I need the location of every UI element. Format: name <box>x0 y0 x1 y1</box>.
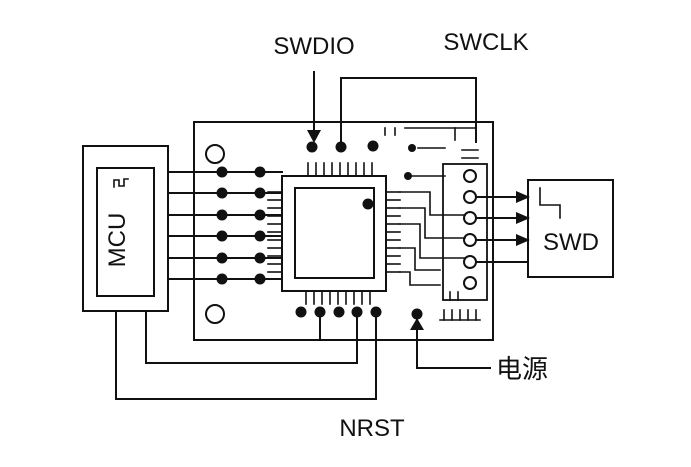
mounting-hole-bottom-left <box>205 304 225 324</box>
mcu-bus-lines <box>167 171 283 280</box>
power-arrow-icon <box>410 318 424 330</box>
mcu-waveform-icon <box>113 178 129 188</box>
mounting-hole-top-left <box>205 144 225 164</box>
connector-pin-2 <box>463 190 477 204</box>
connector-pin-6 <box>463 276 477 290</box>
swd-arrow-2-icon <box>516 212 530 224</box>
swd-block <box>527 179 614 278</box>
swd-arrow-1-icon <box>516 191 530 203</box>
ic-chip-outer <box>281 175 387 292</box>
mcu-block <box>82 145 169 312</box>
bottom-pad-strip <box>439 291 481 321</box>
swclk-line <box>340 77 477 149</box>
power-line <box>416 313 491 369</box>
circuit-board <box>193 121 494 341</box>
top-header-strip <box>384 127 479 159</box>
connector-pin-3 <box>463 211 477 225</box>
connector-pin-4 <box>463 233 477 247</box>
swd-label: SWD <box>543 229 599 256</box>
swdio-arrow-icon <box>307 130 321 143</box>
mcu-return-line <box>145 310 358 364</box>
mcu-inner-frame <box>96 167 155 297</box>
swclk-label: SWCLK <box>443 29 528 56</box>
nrst-label: NRST <box>339 415 405 442</box>
junction-dots <box>216 140 423 320</box>
chip-to-connector-traces <box>399 147 466 286</box>
ic-chip-pins <box>267 162 401 305</box>
connector-to-swd-lines <box>475 196 529 263</box>
ic-chip-inner <box>294 187 375 279</box>
connector-pin-1 <box>463 169 477 183</box>
nrst-line <box>115 310 377 400</box>
connector-pin-5 <box>463 255 477 269</box>
swd-arrow-3-icon <box>516 234 530 246</box>
power-label: 电源 <box>496 354 548 384</box>
swdio-label: SWDIO <box>273 33 354 60</box>
swd-inner-trace <box>539 187 561 219</box>
mcu-label: MCU <box>104 213 131 268</box>
connector-header <box>442 163 488 301</box>
